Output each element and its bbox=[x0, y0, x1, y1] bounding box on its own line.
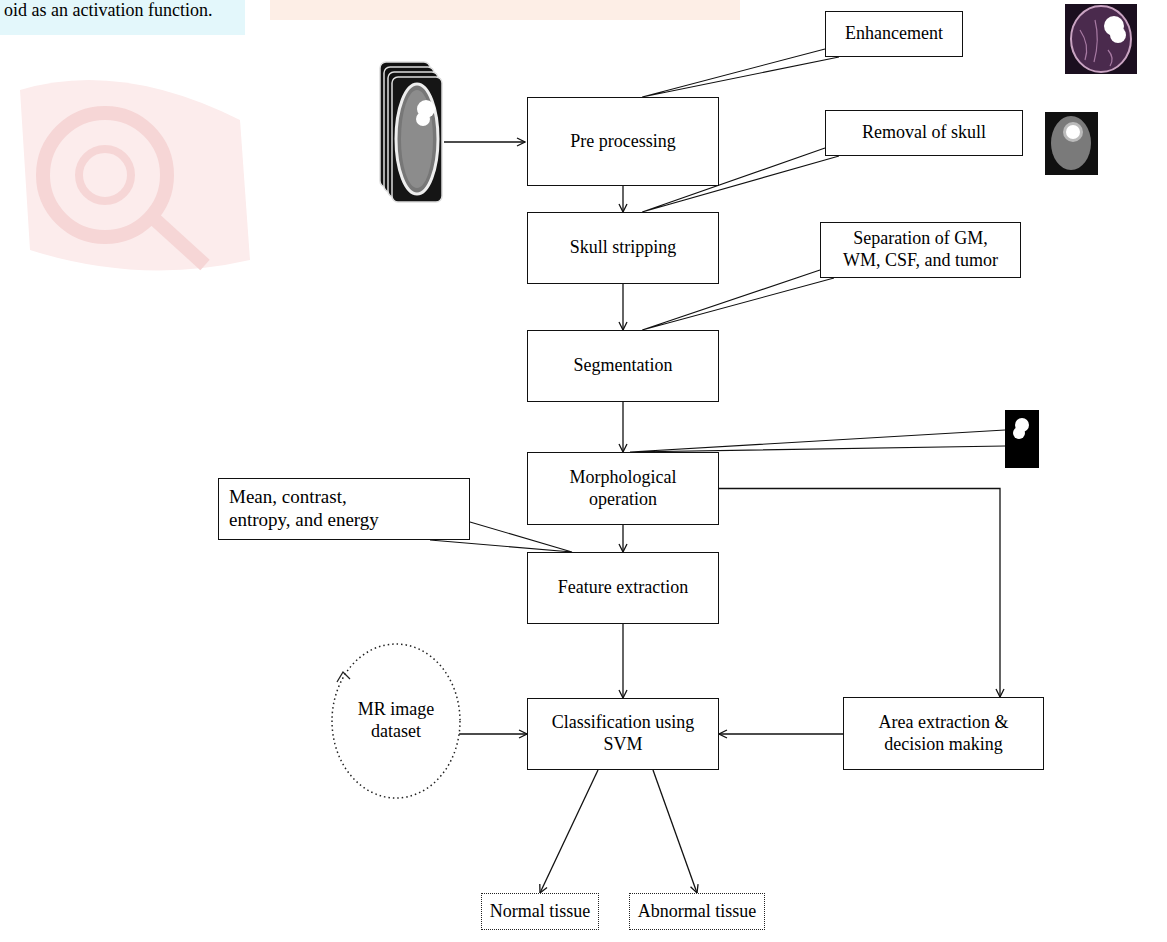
node-text: Abnormal tissue bbox=[638, 901, 757, 923]
process-box: Morphological operation bbox=[527, 452, 719, 525]
cut-off-text: oid as an activation function. bbox=[4, 0, 212, 22]
node-text: Mean, contrast, entropy, and energy bbox=[229, 486, 459, 532]
process-box: Pre processing bbox=[527, 97, 719, 186]
result-box: Normal tissue bbox=[481, 893, 600, 930]
node-text: Feature extraction bbox=[558, 577, 688, 599]
result-box: Abnormal tissue bbox=[629, 893, 766, 930]
dataset-outline bbox=[332, 644, 460, 798]
flow-arrow bbox=[719, 733, 843, 734]
node-text: Area extraction & decision making bbox=[856, 712, 1031, 755]
node-text: Skull stripping bbox=[570, 237, 677, 259]
callout-pointer bbox=[630, 430, 1005, 452]
watermark-band bbox=[270, 0, 740, 20]
tumor-mask-image bbox=[1005, 410, 1039, 468]
enhanced-mri-image bbox=[1065, 4, 1137, 74]
callout-box: Removal of skull bbox=[825, 110, 1023, 156]
flow-arrow bbox=[622, 525, 623, 552]
node-text: MR image dataset bbox=[346, 699, 446, 742]
input-arrow bbox=[444, 141, 525, 142]
flow-arrow bbox=[622, 402, 623, 452]
process-box: Skull stripping bbox=[527, 212, 719, 284]
node-text: Morphological operation bbox=[540, 467, 706, 510]
node-text: Separation of GM, WM, CSF, and tumor bbox=[829, 228, 1012, 271]
loop-arrowhead bbox=[337, 672, 350, 682]
flow-arrow bbox=[719, 489, 1000, 698]
watermark-logo bbox=[20, 80, 250, 270]
flow-arrow bbox=[540, 770, 598, 893]
callout-box: Separation of GM, WM, CSF, and tumor bbox=[820, 222, 1021, 278]
process-box: Area extraction & decision making bbox=[843, 697, 1044, 770]
node-text: Normal tissue bbox=[490, 901, 591, 923]
node-text: Segmentation bbox=[574, 355, 673, 377]
node-text: Enhancement bbox=[845, 23, 943, 45]
flow-arrow bbox=[622, 624, 623, 698]
mri-stack-image bbox=[380, 62, 442, 202]
process-box: Segmentation bbox=[527, 330, 719, 402]
watermark-band bbox=[0, 0, 245, 35]
dataset-circle: MR image dataset bbox=[330, 642, 462, 800]
process-box: Classification using SVM bbox=[527, 698, 719, 770]
flow-arrow bbox=[653, 770, 697, 893]
node-text: Pre processing bbox=[570, 131, 675, 153]
callout-pointer bbox=[642, 49, 839, 97]
process-box: Feature extraction bbox=[527, 552, 719, 624]
flow-arrow bbox=[459, 733, 527, 734]
node-text: Removal of skull bbox=[862, 122, 986, 144]
node-text: Classification using SVM bbox=[540, 712, 706, 755]
callout-box: Enhancement bbox=[825, 11, 963, 57]
flow-arrow bbox=[622, 186, 623, 212]
flow-arrow bbox=[622, 284, 623, 330]
callout-box: Mean, contrast, entropy, and energy bbox=[218, 478, 470, 540]
skull-stripped-image bbox=[1045, 112, 1098, 175]
